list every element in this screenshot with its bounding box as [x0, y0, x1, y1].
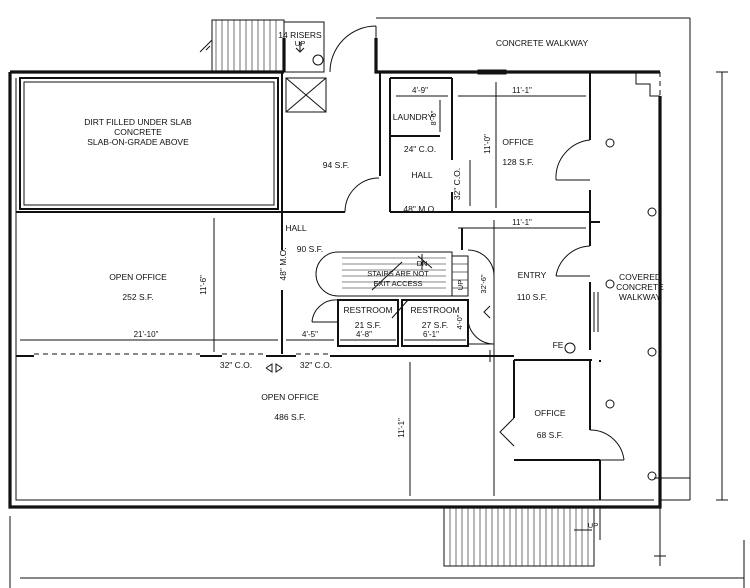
dim-11-1-lower: 11'-1"	[397, 418, 406, 438]
dim-4-5: 4'-5"	[302, 330, 318, 339]
co-32-left: 32" C.O.	[220, 360, 252, 370]
open-office-lower-sf: 486 S.F.	[274, 412, 305, 422]
open-office-lower-label: OPEN OFFICE	[261, 392, 319, 402]
restroom-b-sf: 27 S.F.	[422, 320, 448, 330]
interior-walls	[16, 69, 625, 500]
co-32-right: 32" C.O.	[300, 360, 332, 370]
dimension-lines	[9, 82, 745, 588]
dirt-filled-area	[19, 77, 279, 210]
dirt-filled-label-1: DIRT FILLED UNDER SLAB	[84, 117, 192, 127]
restroom-b-label: RESTROOM	[410, 305, 459, 315]
stairs-label-1: STAIRS ARE NOT	[367, 269, 429, 278]
hall-upper-label: HALL	[411, 170, 433, 180]
dim-32-6: 32'-6"	[479, 274, 488, 293]
office-upper-sf: 128 S.F.	[502, 157, 533, 167]
room-94-sf: 94 S.F.	[323, 160, 349, 170]
laundry-label: LAUNDRY	[393, 112, 434, 122]
entry-label: ENTRY	[518, 270, 547, 280]
stairs-label-2: EXIT ACCESS	[373, 279, 422, 288]
concrete-walkway-label: CONCRETE WALKWAY	[496, 38, 589, 48]
office-lower-label: OFFICE	[534, 408, 565, 418]
dim-11-1-mid: 11'-1"	[512, 218, 532, 227]
dim-21-10: 21'-10"	[134, 330, 159, 339]
fe-label: FE	[553, 340, 564, 350]
dim-4-9: 4'-9"	[412, 86, 428, 95]
co-24: 24" C.O.	[404, 144, 436, 154]
office-upper-label: OFFICE	[502, 137, 533, 147]
dirt-filled-label-2: CONCRETE	[114, 127, 162, 137]
office-lower-sf: 68 S.F.	[537, 430, 563, 440]
dim-11-6: 11'-6"	[199, 275, 208, 295]
restroom-a-label: RESTROOM	[343, 305, 392, 315]
misc-symbols	[265, 254, 576, 373]
dim-11-1-top: 11'-1"	[512, 86, 532, 95]
hall-mid-sf: 90 S.F.	[297, 244, 323, 254]
dim-6-1: 6'-1"	[423, 330, 439, 339]
open-office-label: OPEN OFFICE	[109, 272, 167, 282]
covered-label-1: COVERED	[619, 272, 661, 282]
dirt-filled-label-3: SLAB-ON-GRADE ABOVE	[87, 137, 189, 147]
covered-label-3: WALKWAY	[619, 292, 662, 302]
mo-48-vert: 48" M.O.	[278, 247, 288, 280]
covered-walkway	[605, 71, 728, 501]
stairs-up-label: UP	[456, 280, 465, 290]
up-lower-label: UP	[588, 521, 598, 530]
dim-4-8: 4'-8"	[356, 330, 372, 339]
stair-top	[199, 17, 691, 73]
stairs-dn-label: DN	[417, 259, 428, 268]
risers-label: 14 RISERS	[278, 30, 322, 40]
dim-4-0: 4'-0"	[455, 314, 464, 329]
dim-8: 8'-6"	[429, 110, 438, 125]
co-32-vert: 32" C.O.	[452, 168, 462, 200]
stair-bottom	[443, 500, 666, 567]
dim-11-0: 11'-0"	[483, 134, 492, 154]
open-office-sf: 252 S.F.	[122, 292, 153, 302]
risers-up-label: UP	[295, 39, 305, 48]
entry-sf: 110 S.F.	[517, 292, 548, 302]
hall-mid-label: HALL	[285, 223, 307, 233]
restroom-a-sf: 21 S.F.	[355, 320, 381, 330]
mo-48-upper: 48" M.O.	[403, 204, 436, 214]
covered-label-2: CONCRETE	[616, 282, 664, 292]
